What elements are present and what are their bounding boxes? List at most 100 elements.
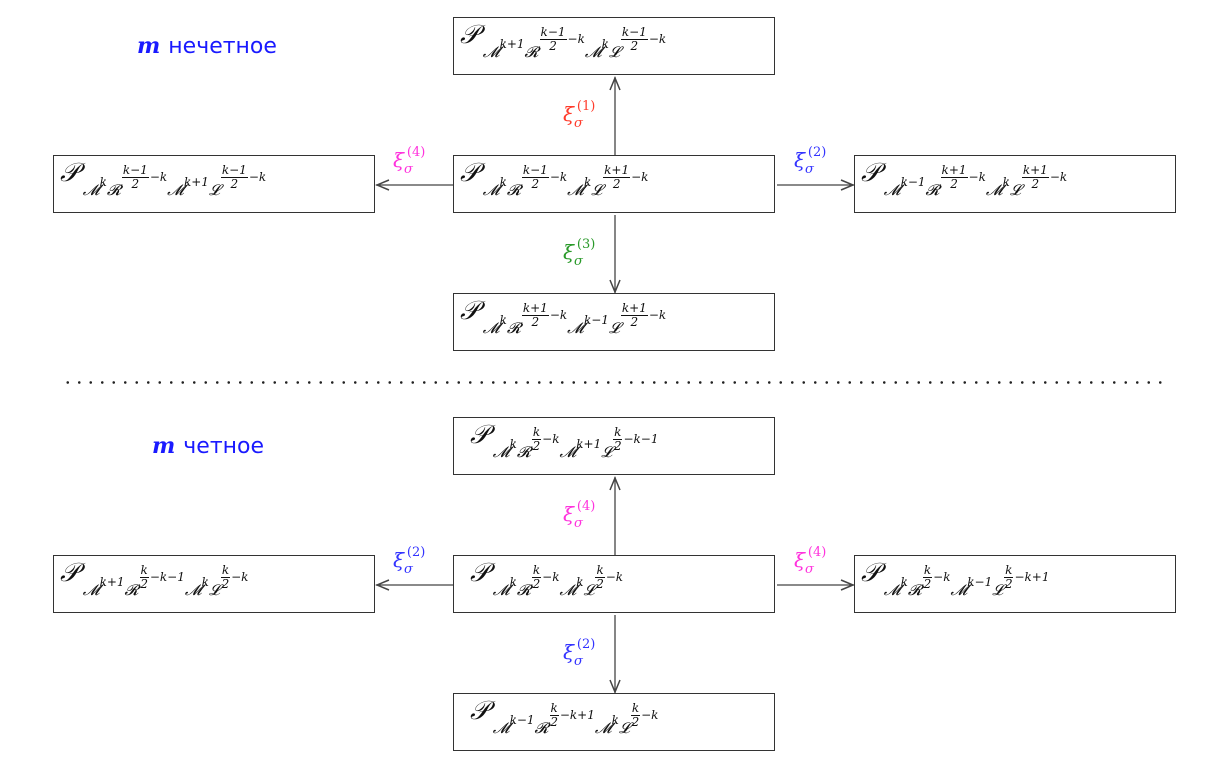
sigma-subscript: σ	[574, 516, 583, 531]
symbol-P: 𝒫	[460, 20, 479, 50]
fraction-numerator: k−1	[121, 163, 149, 178]
exponent-L-tail: −k	[648, 32, 667, 46]
fraction-denominator: 2	[631, 715, 640, 729]
exponent-M2: k	[611, 713, 619, 727]
symbol-M: 𝓜	[567, 319, 584, 337]
symbol-L: 𝓛	[208, 181, 220, 199]
fraction-numerator: k	[922, 563, 933, 578]
symbol-M: 𝓜	[567, 181, 584, 199]
symbol-L: 𝓛	[608, 43, 620, 61]
fraction-denominator: 2	[630, 39, 639, 53]
fraction-numerator: k+1	[1021, 163, 1049, 178]
symbol-R: 𝓡	[524, 43, 539, 61]
fraction-numerator: k−1	[620, 25, 648, 40]
symbol-M: 𝓜	[184, 581, 202, 599]
symbol-M: 𝓜	[82, 181, 100, 199]
xi-index: (3)	[576, 237, 596, 252]
arrowhead-icon	[840, 179, 855, 191]
symbol-M: 𝓜	[883, 181, 901, 199]
symbol-R: 𝓡	[106, 181, 121, 199]
symbol-P: 𝒫	[460, 158, 479, 188]
fraction-numerator: k	[531, 425, 542, 440]
xi-symbol: ξ	[563, 102, 575, 126]
fraction-denominator: 2	[630, 315, 639, 329]
fraction-numerator: k	[630, 701, 641, 716]
arrow-label-left: ξσ(2)	[393, 545, 431, 577]
exponent-M1: k	[99, 175, 107, 189]
arrowhead-icon	[609, 279, 621, 294]
symbol-M: 𝓜	[594, 719, 612, 737]
xi-index: (2)	[807, 145, 827, 160]
fraction-denominator: 2	[1031, 177, 1040, 191]
heading-variable: m	[152, 433, 176, 459]
arrowhead-icon	[609, 679, 621, 694]
symbol-P: 𝒫	[60, 558, 79, 588]
symbol-P: 𝒫	[470, 420, 489, 450]
symbol-M: 𝓜	[482, 43, 500, 61]
exponent-L-tail: −k	[231, 570, 249, 584]
fraction-numerator: k+1	[940, 163, 968, 178]
fraction-denominator: 2	[613, 439, 622, 453]
arrow-label-left: ξσ(4)	[393, 145, 431, 177]
fraction-numerator: k	[613, 425, 623, 440]
fraction-numerator: k	[549, 701, 559, 716]
exponent-M1: k	[499, 313, 507, 327]
exponent-M1: k	[509, 575, 517, 589]
symbol-P: 𝒫	[861, 558, 880, 588]
arrowhead-icon	[609, 76, 621, 91]
exponent-L-tail: −k	[1049, 170, 1068, 184]
xi-index: (4)	[406, 145, 426, 160]
symbol-R: 𝓡	[925, 181, 940, 199]
symbol-P: 𝒫	[60, 158, 79, 188]
fraction-numerator: k−1	[220, 163, 248, 178]
sigma-subscript: σ	[574, 116, 583, 131]
fraction-numerator: k	[531, 563, 542, 578]
symbol-R: 𝓡	[506, 181, 521, 199]
fraction-denominator: 2	[221, 577, 230, 591]
fraction-denominator: 2	[532, 439, 541, 453]
fraction-denominator: 2	[531, 177, 540, 191]
arrow-label-up: ξσ(1)	[563, 99, 601, 131]
fraction-numerator: k	[220, 563, 231, 578]
arrow-label-right: ξσ(2)	[794, 145, 832, 177]
exponent-M2: k−1	[967, 575, 993, 589]
fraction-numerator: k−1	[521, 163, 549, 178]
xi-index: (2)	[406, 545, 426, 560]
symbol-M: 𝓜	[492, 581, 510, 599]
exponent-R-tail: −k	[549, 170, 568, 184]
symbol-M: 𝓜	[482, 181, 500, 199]
xi-index: (4)	[576, 499, 596, 514]
symbol-L: 𝓛	[1009, 181, 1021, 199]
symbol-L: 𝓛	[208, 581, 220, 599]
symbol-M: 𝓜	[883, 581, 901, 599]
symbol-R: 𝓡	[516, 443, 531, 461]
sigma-subscript: σ	[404, 562, 413, 577]
